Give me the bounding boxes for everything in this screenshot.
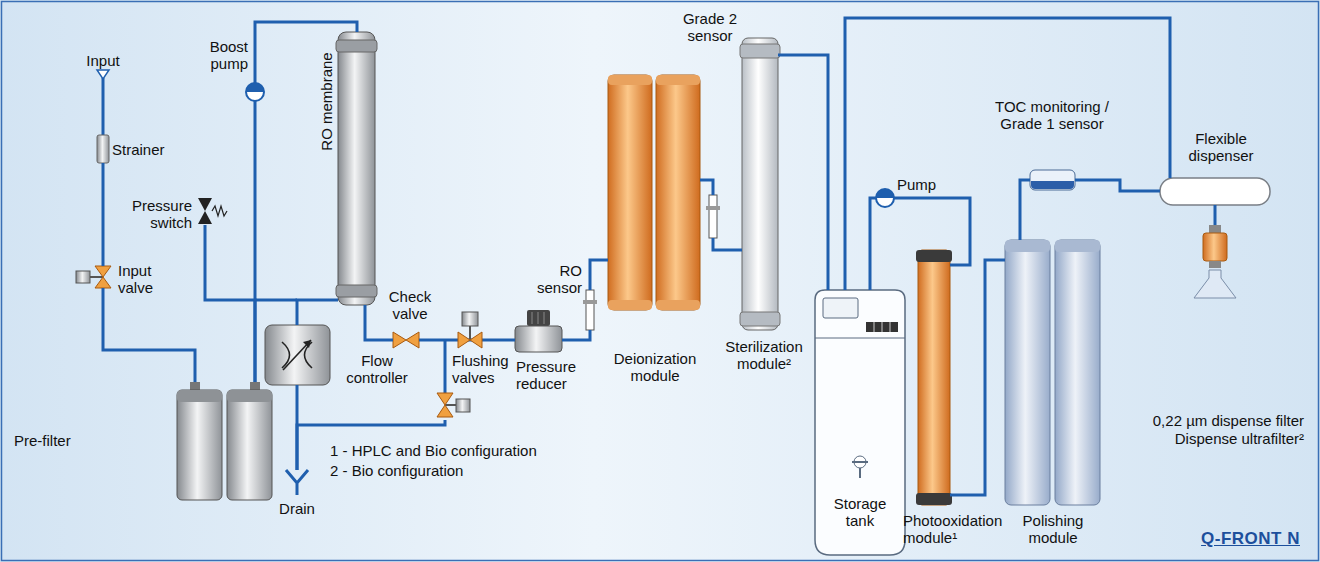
component-label: Pre-filter bbox=[14, 432, 94, 449]
input-valve-symbol bbox=[76, 266, 111, 288]
water-pipe bbox=[1020, 180, 1030, 240]
component-label: Pressure reducer bbox=[516, 358, 584, 392]
boost-pump-symbol bbox=[246, 83, 264, 101]
water-pipe bbox=[103, 288, 195, 382]
component-label: Pressure switch bbox=[106, 197, 192, 231]
dispense-filter: 0,22 µm dispense filterDispense ultrafil… bbox=[1200, 225, 1230, 300]
component-label: Photooxidation module¹ bbox=[903, 512, 1015, 546]
component-label: Input valve bbox=[118, 262, 168, 296]
check-valve-symbol bbox=[393, 332, 419, 348]
component-label: RO membrane bbox=[318, 41, 335, 161]
water-pipe bbox=[485, 339, 515, 342]
toc-sensor-symbol bbox=[1030, 170, 1075, 190]
ro-membrane-vessel bbox=[336, 32, 377, 305]
pre-filter-cartridges bbox=[177, 382, 272, 500]
component-label: Flow controller bbox=[338, 352, 416, 386]
component-label: Deionization module bbox=[598, 350, 712, 384]
component-label: Boost pump bbox=[194, 38, 248, 72]
water-pipe bbox=[297, 300, 338, 325]
ro-sensor: RO sensor bbox=[586, 290, 594, 330]
water-pipe bbox=[419, 339, 438, 342]
component-label: Dispense ultrafilter² bbox=[1060, 430, 1304, 447]
pipe-segments bbox=[103, 78, 485, 395]
component-label: Sterilization module² bbox=[716, 338, 812, 372]
strainer-symbol bbox=[97, 135, 109, 163]
water-pipe bbox=[590, 260, 608, 290]
pump: Pump bbox=[876, 189, 894, 207]
sterilization-module-vessel bbox=[740, 38, 780, 330]
pre-filter: Pre-filter bbox=[177, 382, 272, 500]
water-pipe bbox=[365, 305, 393, 340]
storage-tank-symbol bbox=[815, 290, 905, 555]
drain-symbol bbox=[286, 470, 308, 495]
polishing-module: Polishing module bbox=[1005, 240, 1100, 505]
component-label: Drain bbox=[272, 500, 322, 517]
input-label: Input bbox=[78, 52, 128, 69]
toc-sensor: TOC monitoring / Grade 1 sensor bbox=[1030, 170, 1075, 190]
component-label: 0,22 µm dispense filter bbox=[1060, 412, 1304, 429]
water-pipe bbox=[1075, 180, 1160, 191]
water-pipe bbox=[845, 18, 1170, 290]
photooxidation-module: Photooxidation module¹ bbox=[918, 250, 950, 505]
component-label: TOC monitoring / Grade 1 sensor bbox=[982, 98, 1122, 132]
component-label: Strainer bbox=[112, 141, 182, 158]
water-pipe bbox=[255, 22, 357, 83]
pressure-reducer: Pressure reducer bbox=[515, 310, 562, 352]
pressure-switch: Pressure switch bbox=[196, 196, 214, 225]
photooxidation-lamp bbox=[916, 250, 952, 505]
component-label: Pump bbox=[897, 176, 941, 193]
grade-2-sensor-symbol bbox=[706, 195, 720, 238]
component-label: Grade 2 sensor bbox=[678, 10, 742, 44]
flow-controller: Flow controller bbox=[265, 325, 330, 385]
pump-symbol bbox=[876, 189, 894, 207]
footnote: 1 - HPLC and Bio configuration bbox=[330, 442, 590, 459]
water-pipe bbox=[205, 225, 255, 382]
dispenser-handle bbox=[1160, 178, 1270, 205]
water-pipe bbox=[700, 180, 713, 195]
component-label: RO sensor bbox=[532, 262, 582, 296]
component-label: Polishing module bbox=[1006, 512, 1100, 546]
water-pipe bbox=[778, 55, 828, 290]
flexible-dispenser: Flexible dispenser bbox=[1160, 178, 1270, 205]
component-label: Storage tank bbox=[818, 495, 902, 529]
water-pipe bbox=[894, 198, 970, 265]
water-pipe bbox=[950, 260, 1005, 495]
drain: Drain bbox=[285, 470, 309, 495]
storage-tank: Storage tank bbox=[815, 290, 905, 555]
strainer: Strainer bbox=[97, 135, 109, 163]
pressure-reducer-symbol bbox=[515, 310, 562, 352]
component-label: Check valve bbox=[383, 288, 437, 322]
dispense-filter-and-bottle bbox=[1194, 225, 1236, 298]
input-valve: Input valve bbox=[95, 266, 111, 288]
brand-name: Q-FRONT N bbox=[1180, 530, 1300, 547]
water-pipe bbox=[102, 163, 105, 266]
flow-controller-symbol bbox=[265, 325, 330, 385]
input-arrow bbox=[97, 70, 109, 79]
check-valve: Check valve bbox=[393, 332, 419, 348]
component-label: Flushing valves bbox=[452, 352, 512, 386]
water-pipe bbox=[1214, 205, 1217, 225]
footnote: 2 - Bio configuration bbox=[330, 462, 590, 479]
deionization-module: Deionization module bbox=[608, 75, 700, 310]
polishing-cartridges bbox=[1005, 240, 1100, 505]
flushing-valves: Flushing valves bbox=[438, 310, 485, 420]
pressure-switch-symbol bbox=[198, 198, 227, 224]
ro-membrane: RO membrane bbox=[338, 32, 375, 305]
deionization-cartridges bbox=[608, 75, 700, 310]
grade-2-sensor: Grade 2 sensor bbox=[709, 195, 717, 238]
sterilization-module: Sterilization module² bbox=[742, 38, 778, 330]
component-label: Flexible dispenser bbox=[1176, 130, 1266, 164]
water-pipe bbox=[870, 198, 876, 290]
ro-sensor-symbol bbox=[583, 290, 597, 330]
boost-pump: Boost pump bbox=[246, 83, 264, 101]
water-pipe bbox=[713, 238, 742, 250]
water-pipe bbox=[562, 330, 590, 340]
